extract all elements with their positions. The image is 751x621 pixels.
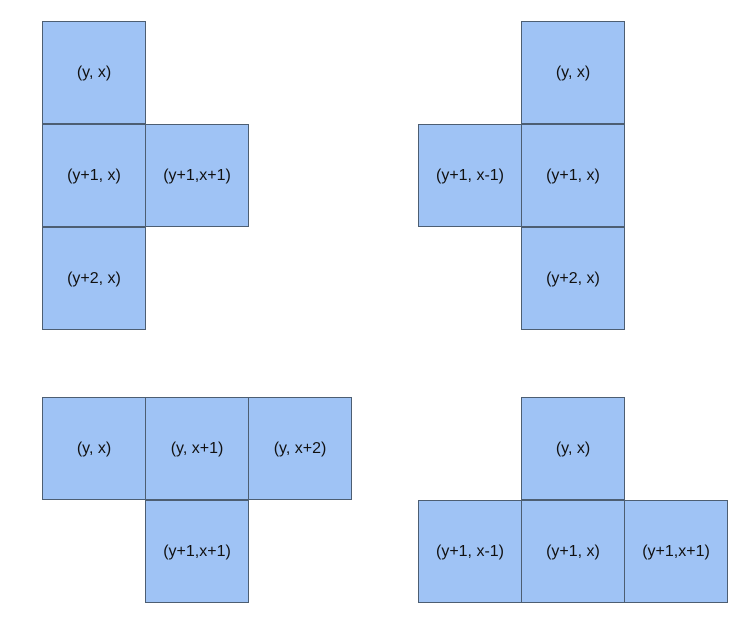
cell-label: (y+2, x) xyxy=(546,269,600,287)
cell-label: (y+1, x) xyxy=(546,542,600,560)
cell-label: (y+1, x-1) xyxy=(435,166,504,184)
cell-label: (y+2, x) xyxy=(67,269,121,287)
grid-cell: (y+1,x+1) xyxy=(145,500,249,603)
grid-cell: (y+1, x) xyxy=(42,124,146,227)
cell-label: (y+1,x+1) xyxy=(163,166,231,184)
cell-label: (y, x) xyxy=(76,439,112,457)
grid-cell: (y+1,x+1) xyxy=(624,500,728,603)
grid-cell: (y+2, x) xyxy=(42,227,146,330)
cell-label: (y+1, x-1) xyxy=(435,542,504,560)
grid-cell: (y+1, x-1) xyxy=(418,124,522,227)
cell-label: (y, x+2) xyxy=(273,439,327,457)
grid-cell: (y, x) xyxy=(42,21,146,124)
cell-label: (y+1, x) xyxy=(546,166,600,184)
cell-label: (y, x+1) xyxy=(170,439,224,457)
grid-cell: (y+1, x) xyxy=(521,124,625,227)
grid-cell: (y+2, x) xyxy=(521,227,625,330)
grid-cell: (y, x) xyxy=(42,397,146,500)
cell-label: (y+1,x+1) xyxy=(642,542,710,560)
grid-cell: (y, x+1) xyxy=(145,397,249,500)
grid-cell: (y, x) xyxy=(521,21,625,124)
cell-label: (y+1, x) xyxy=(67,166,121,184)
cell-label: (y+1,x+1) xyxy=(163,542,231,560)
grid-cell: (y, x) xyxy=(521,397,625,500)
grid-cell: (y+1, x-1) xyxy=(418,500,522,603)
grid-cell: (y+1, x) xyxy=(521,500,625,603)
cell-label: (y, x) xyxy=(555,63,591,81)
cell-label: (y, x) xyxy=(555,439,591,457)
cell-label: (y, x) xyxy=(76,63,112,81)
grid-cell: (y+1,x+1) xyxy=(145,124,249,227)
grid-cell: (y, x+2) xyxy=(248,397,352,500)
